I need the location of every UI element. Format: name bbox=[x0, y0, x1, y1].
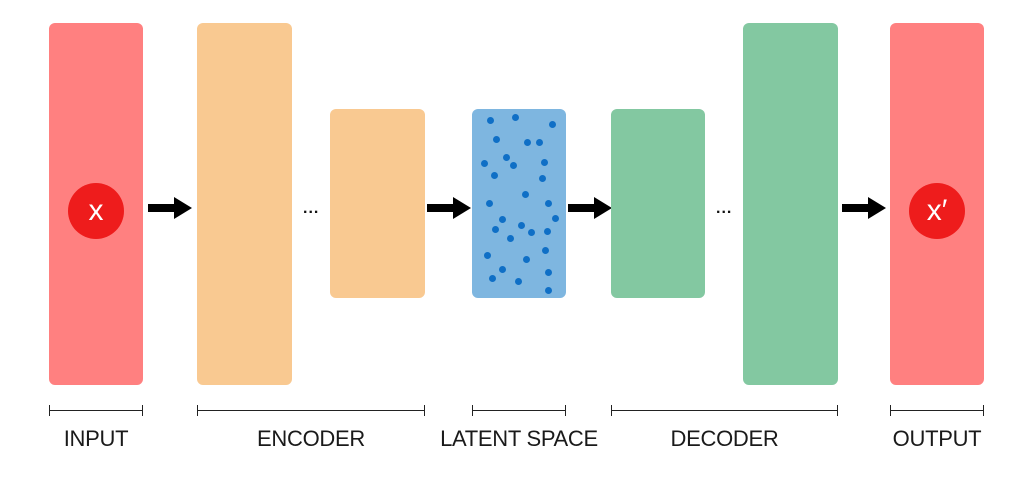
latent-dot bbox=[545, 269, 552, 276]
latent-dot bbox=[545, 200, 552, 207]
latent-bracket bbox=[472, 405, 566, 416]
arrow-icon bbox=[148, 197, 192, 219]
arrow-icon bbox=[427, 197, 471, 219]
latent-dot bbox=[542, 247, 549, 254]
latent-dot bbox=[484, 252, 491, 259]
latent-dot bbox=[541, 159, 548, 166]
latent-space-label: LATENT SPACE bbox=[440, 426, 598, 451]
latent-dot bbox=[493, 136, 500, 143]
decoder-layer-small bbox=[611, 109, 705, 298]
latent-dot bbox=[492, 226, 499, 233]
latent-dot bbox=[536, 139, 543, 146]
output-label: OUTPUT bbox=[892, 426, 982, 451]
latent-dot bbox=[523, 256, 530, 263]
encoder-label: ENCODER bbox=[257, 426, 365, 451]
encoder-layer-large bbox=[197, 23, 292, 385]
latent-dot bbox=[528, 229, 535, 236]
arrow-icon bbox=[842, 197, 886, 219]
input-label: INPUT bbox=[63, 426, 129, 451]
latent-dot bbox=[487, 117, 494, 124]
input-symbol: x bbox=[68, 183, 124, 239]
latent-dot bbox=[515, 278, 522, 285]
input-bracket bbox=[49, 405, 143, 416]
latent-dot bbox=[481, 160, 488, 167]
latent-dot bbox=[524, 139, 531, 146]
decoder-ellipsis: ... bbox=[716, 200, 733, 217]
output-block: x′ bbox=[890, 23, 984, 385]
latent-dot bbox=[549, 121, 556, 128]
latent-dot bbox=[499, 216, 506, 223]
decoder-bracket bbox=[611, 405, 838, 416]
latent-dot bbox=[491, 172, 498, 179]
latent-dot bbox=[507, 235, 514, 242]
latent-dot bbox=[522, 191, 529, 198]
latent-dot bbox=[544, 228, 551, 235]
latent-dot bbox=[518, 222, 525, 229]
input-block: x bbox=[49, 23, 143, 385]
latent-dot bbox=[489, 275, 496, 282]
latent-dot bbox=[552, 215, 559, 222]
encoder-bracket bbox=[197, 405, 425, 416]
arrow-icon bbox=[568, 197, 612, 219]
decoder-label: DECODER bbox=[670, 426, 779, 451]
latent-space-block bbox=[472, 109, 566, 298]
latent-dot bbox=[499, 266, 506, 273]
decoder-layer-large bbox=[743, 23, 838, 385]
encoder-ellipsis: ... bbox=[303, 200, 320, 217]
output-symbol: x′ bbox=[909, 183, 965, 239]
output-bracket bbox=[890, 405, 984, 416]
latent-dot bbox=[512, 114, 519, 121]
latent-dot bbox=[539, 175, 546, 182]
encoder-layer-small bbox=[330, 109, 425, 298]
latent-dot bbox=[510, 162, 517, 169]
latent-dot bbox=[545, 287, 552, 294]
latent-dot bbox=[486, 200, 493, 207]
latent-dot bbox=[503, 154, 510, 161]
